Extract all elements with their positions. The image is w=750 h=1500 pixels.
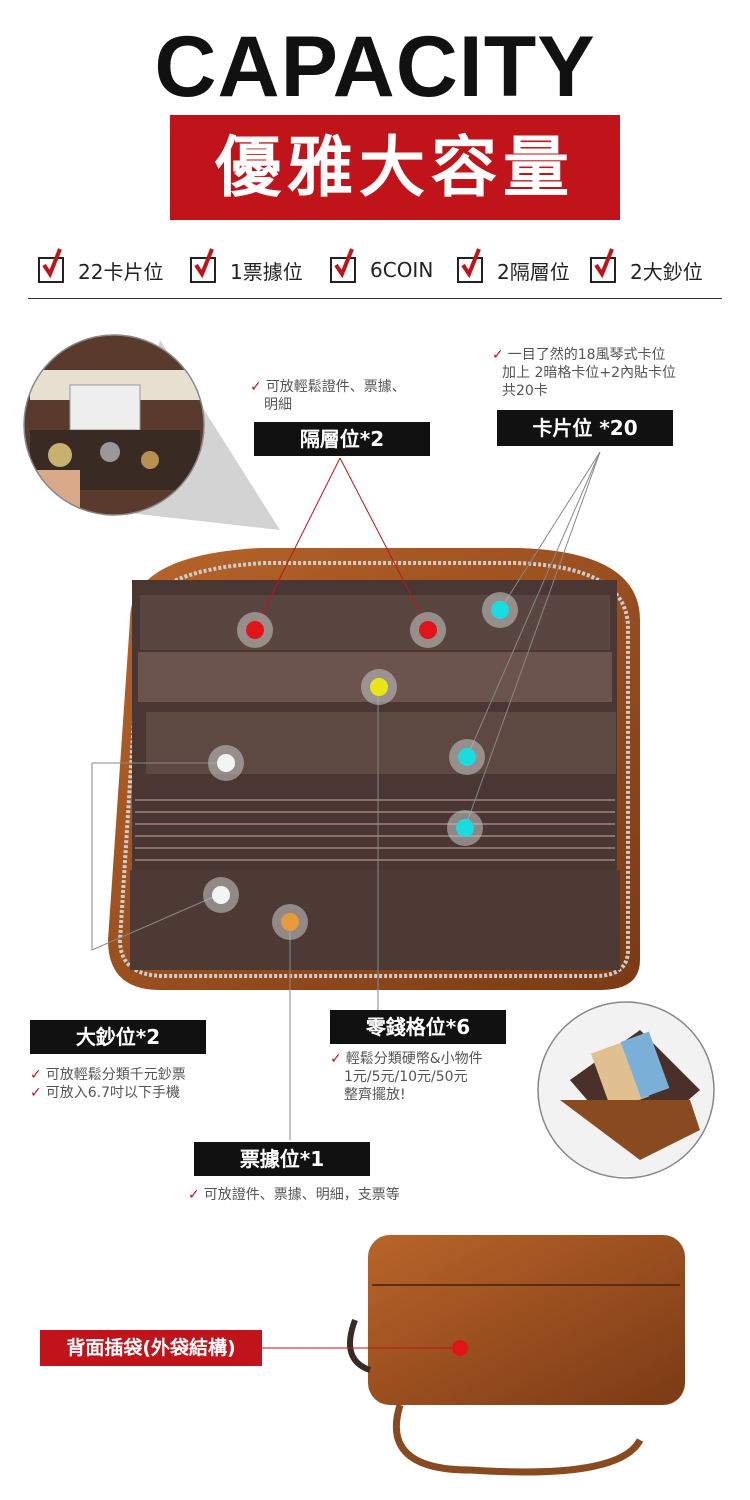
compartment-note: ✓可放輕鬆證件、票據、 明細 xyxy=(250,378,450,414)
note-text: 可放入6.7吋以下手機 xyxy=(45,1085,180,1101)
white-marker-dot xyxy=(208,745,244,781)
feature-item: 2隔層位 xyxy=(457,248,570,288)
divider xyxy=(28,298,722,299)
receipt-note: ✓可放證件、票據、明細，支票等 xyxy=(188,1186,448,1204)
feature-label: 6COIN xyxy=(370,258,434,282)
page-title: CAPACITY xyxy=(154,19,596,115)
note-text: 可放輕鬆分類千元鈔票 xyxy=(45,1067,186,1083)
feature-item: 1票據位 xyxy=(190,248,303,288)
wallet-illustration xyxy=(23,334,715,1476)
cyan-marker-dot xyxy=(447,810,483,846)
note-text: 一目了然的18風琴式卡位 xyxy=(507,347,666,363)
note-text: 整齊擺放! xyxy=(344,1087,406,1103)
note-text: 明細 xyxy=(264,397,292,413)
check-mark-icon: ✓ xyxy=(250,379,262,395)
bills-label: 大鈔位*2 xyxy=(30,1020,206,1054)
checkbox-checked-icon xyxy=(38,248,64,283)
feature-label: 22卡片位 xyxy=(78,259,164,284)
back-pocket-label: 背面插袋(外袋結構) xyxy=(40,1330,262,1366)
cards-note: ✓一目了然的18風琴式卡位 加上 2暗格卡位+2內貼卡位 共20卡 xyxy=(492,346,742,400)
compartment-label: 隔層位*2 xyxy=(254,422,430,456)
white-marker-dot xyxy=(203,877,239,913)
cyan-marker-dot xyxy=(449,739,485,775)
check-mark-icon: ✓ xyxy=(188,1187,200,1203)
note-text: 可放輕鬆證件、票據、 xyxy=(265,379,406,395)
feature-label: 2隔層位 xyxy=(497,259,570,284)
coins-label: 零錢格位*6 xyxy=(330,1010,506,1044)
bills-note: ✓可放輕鬆分類千元鈔票 ✓可放入6.7吋以下手機 xyxy=(30,1066,260,1102)
check-mark-icon: ✓ xyxy=(492,347,504,363)
coins-note: ✓輕鬆分類硬幣&小物件 1元/5元/10元/50元 整齊擺放! xyxy=(330,1050,530,1104)
checkbox-checked-icon xyxy=(330,248,356,283)
feature-item: 22卡片位 xyxy=(38,248,164,288)
feature-item: 6COIN xyxy=(330,248,434,288)
checkbox-checked-icon xyxy=(590,248,616,283)
checkbox-checked-icon xyxy=(190,248,216,283)
red-marker-dot xyxy=(237,612,273,648)
receipt-label: 票據位*1 xyxy=(194,1142,370,1176)
yellow-marker-dot xyxy=(361,669,397,705)
feature-label: 1票據位 xyxy=(230,259,303,284)
note-text: 輕鬆分類硬幣&小物件 xyxy=(345,1051,483,1067)
red-marker-dot xyxy=(452,1340,468,1356)
page-subtitle: 優雅大容量 xyxy=(170,115,620,220)
cyan-marker-dot xyxy=(482,592,518,628)
check-mark-icon: ✓ xyxy=(330,1051,342,1067)
checkbox-checked-icon xyxy=(457,248,483,283)
note-text: 1元/5元/10元/50元 xyxy=(344,1069,468,1085)
orange-marker-dot xyxy=(272,904,308,940)
check-mark-icon: ✓ xyxy=(30,1067,42,1083)
note-text: 共20卡 xyxy=(502,383,548,399)
check-mark-icon: ✓ xyxy=(30,1085,42,1101)
note-text: 可放證件、票據、明細，支票等 xyxy=(203,1187,400,1203)
feature-item: 2大鈔位 xyxy=(590,248,703,288)
note-text: 加上 2暗格卡位+2內貼卡位 xyxy=(502,365,676,381)
red-marker-dot xyxy=(410,612,446,648)
feature-label: 2大鈔位 xyxy=(630,259,703,284)
cards-label: 卡片位 *20 xyxy=(497,410,673,446)
